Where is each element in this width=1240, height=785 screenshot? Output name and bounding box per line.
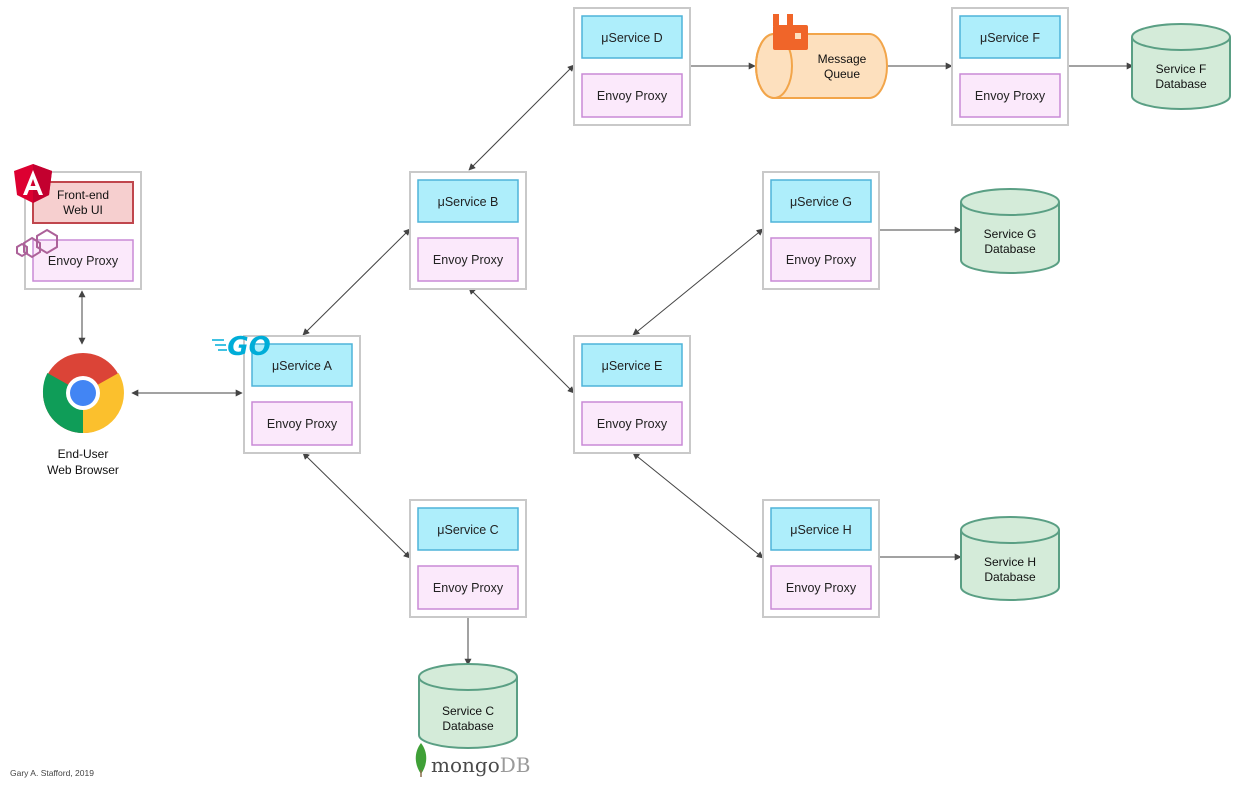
credit-text: Gary A. Stafford, 2019 xyxy=(10,768,94,778)
service-g-proxy-box xyxy=(770,237,872,282)
service-e-label: μService E xyxy=(602,359,663,373)
service-d-proxy-box xyxy=(581,73,683,118)
db-service-f[interactable]: Service F Database xyxy=(1131,23,1231,110)
db-service-c[interactable]: Service C Database xyxy=(418,663,518,749)
db-h-label-1: Service H xyxy=(984,555,1036,569)
service-b-box xyxy=(417,179,519,223)
service-b-label: μService B xyxy=(438,195,499,209)
service-e-node[interactable]: μService E Envoy Proxy xyxy=(573,335,691,454)
angular-logo-icon xyxy=(14,164,52,203)
service-f-label: μService F xyxy=(980,31,1040,45)
db-h-top xyxy=(960,516,1060,544)
db-f-label-1: Service F xyxy=(1156,62,1207,76)
db-h-label-2: Database xyxy=(984,570,1036,584)
frontend-node[interactable]: Front-end Web UI Envoy Proxy xyxy=(14,164,142,290)
service-g-node[interactable]: μService G Envoy Proxy xyxy=(762,171,880,290)
service-h-node[interactable]: μService H Envoy Proxy xyxy=(762,499,880,618)
go-logo-text: GO xyxy=(227,332,270,362)
service-g-label: μService G xyxy=(790,195,852,209)
edge-service-a-service-c xyxy=(302,452,411,559)
db-wordmark-text: DB xyxy=(500,753,531,777)
service-a-node[interactable]: μService A Envoy Proxy GO xyxy=(212,332,361,454)
service-f-proxy-box xyxy=(959,73,1061,118)
rabbitmq-logo-icon xyxy=(773,14,808,50)
service-e-proxy-label: Envoy Proxy xyxy=(597,417,668,431)
service-c-node[interactable]: μService C Envoy Proxy xyxy=(409,499,527,618)
edge-service-a-service-b xyxy=(302,228,411,336)
frontend-ui-label-1: Front-end xyxy=(57,188,109,202)
db-c-body xyxy=(418,677,518,749)
service-h-label: μService H xyxy=(790,523,851,537)
db-c-label-2: Database xyxy=(442,719,494,733)
service-f-node[interactable]: μService F Envoy Proxy xyxy=(951,7,1069,126)
service-e-box xyxy=(581,343,683,387)
mongodb-leaf-icon xyxy=(415,743,427,774)
service-d-label: μService D xyxy=(601,31,662,45)
edges xyxy=(78,62,1134,666)
db-g-top xyxy=(960,188,1060,216)
envoy-logo-icon xyxy=(16,228,58,259)
service-g-proxy-label: Envoy Proxy xyxy=(786,253,857,267)
service-c-box xyxy=(417,507,519,551)
mongo-wordmark-text: mongo xyxy=(431,753,500,777)
queue-label-2: Queue xyxy=(824,67,860,81)
db-g-body xyxy=(960,202,1060,274)
edge-service-e-service-h xyxy=(632,452,764,559)
service-a-box xyxy=(251,343,353,387)
service-g-box xyxy=(770,179,872,223)
service-c-proxy-label: Envoy Proxy xyxy=(433,581,504,595)
service-b-proxy-box xyxy=(417,237,519,282)
service-d-node[interactable]: μService D Envoy Proxy xyxy=(573,7,691,126)
service-e-proxy-box xyxy=(581,401,683,446)
db-g-label-2: Database xyxy=(984,242,1036,256)
edge-service-b-service-e xyxy=(468,287,575,394)
mongodb-logo-icon: mongoDB xyxy=(415,743,530,777)
frontend-proxy-label: Envoy Proxy xyxy=(48,254,119,268)
db-c-label-1: Service C xyxy=(442,704,494,718)
service-h-proxy-label: Envoy Proxy xyxy=(786,581,857,595)
browser-label-1: End-User xyxy=(58,447,109,461)
frontend-proxy-box xyxy=(32,239,134,282)
message-queue-node[interactable]: Message Queue xyxy=(755,14,888,99)
service-c-label: μService C xyxy=(437,523,498,537)
db-f-body xyxy=(1131,37,1231,110)
db-service-g[interactable]: Service G Database xyxy=(960,188,1060,274)
edge-service-b-service-d xyxy=(468,64,575,171)
db-service-h[interactable]: Service H Database xyxy=(960,516,1060,601)
service-a-proxy-box xyxy=(251,401,353,446)
service-a-proxy-label: Envoy Proxy xyxy=(267,417,338,431)
go-logo-icon: GO xyxy=(212,332,271,362)
service-d-box xyxy=(581,15,683,59)
queue-label-1: Message xyxy=(818,52,867,66)
db-f-top xyxy=(1131,23,1231,51)
service-h-proxy-box xyxy=(770,565,872,610)
chrome-logo-icon xyxy=(42,353,124,434)
db-c-top xyxy=(418,663,518,691)
queue-cylinder-front-right xyxy=(755,33,775,99)
service-f-box xyxy=(959,15,1061,59)
browser-label-2: Web Browser xyxy=(47,463,119,477)
service-d-proxy-label: Envoy Proxy xyxy=(597,89,668,103)
frontend-ui-label-2: Web UI xyxy=(63,203,103,217)
service-h-box xyxy=(770,507,872,551)
db-h-body xyxy=(960,530,1060,601)
service-a-label: μService A xyxy=(272,359,333,373)
edge-service-e-service-g xyxy=(632,228,764,336)
service-b-node[interactable]: μService B Envoy Proxy xyxy=(409,171,527,290)
browser-node[interactable]: End-User Web Browser xyxy=(42,353,124,477)
db-g-label-1: Service G xyxy=(984,227,1037,241)
service-b-proxy-label: Envoy Proxy xyxy=(433,253,504,267)
db-f-label-2: Database xyxy=(1155,77,1207,91)
service-c-proxy-box xyxy=(417,565,519,610)
service-f-proxy-label: Envoy Proxy xyxy=(975,89,1046,103)
mongodb-wordmark: mongoDB xyxy=(431,753,530,777)
